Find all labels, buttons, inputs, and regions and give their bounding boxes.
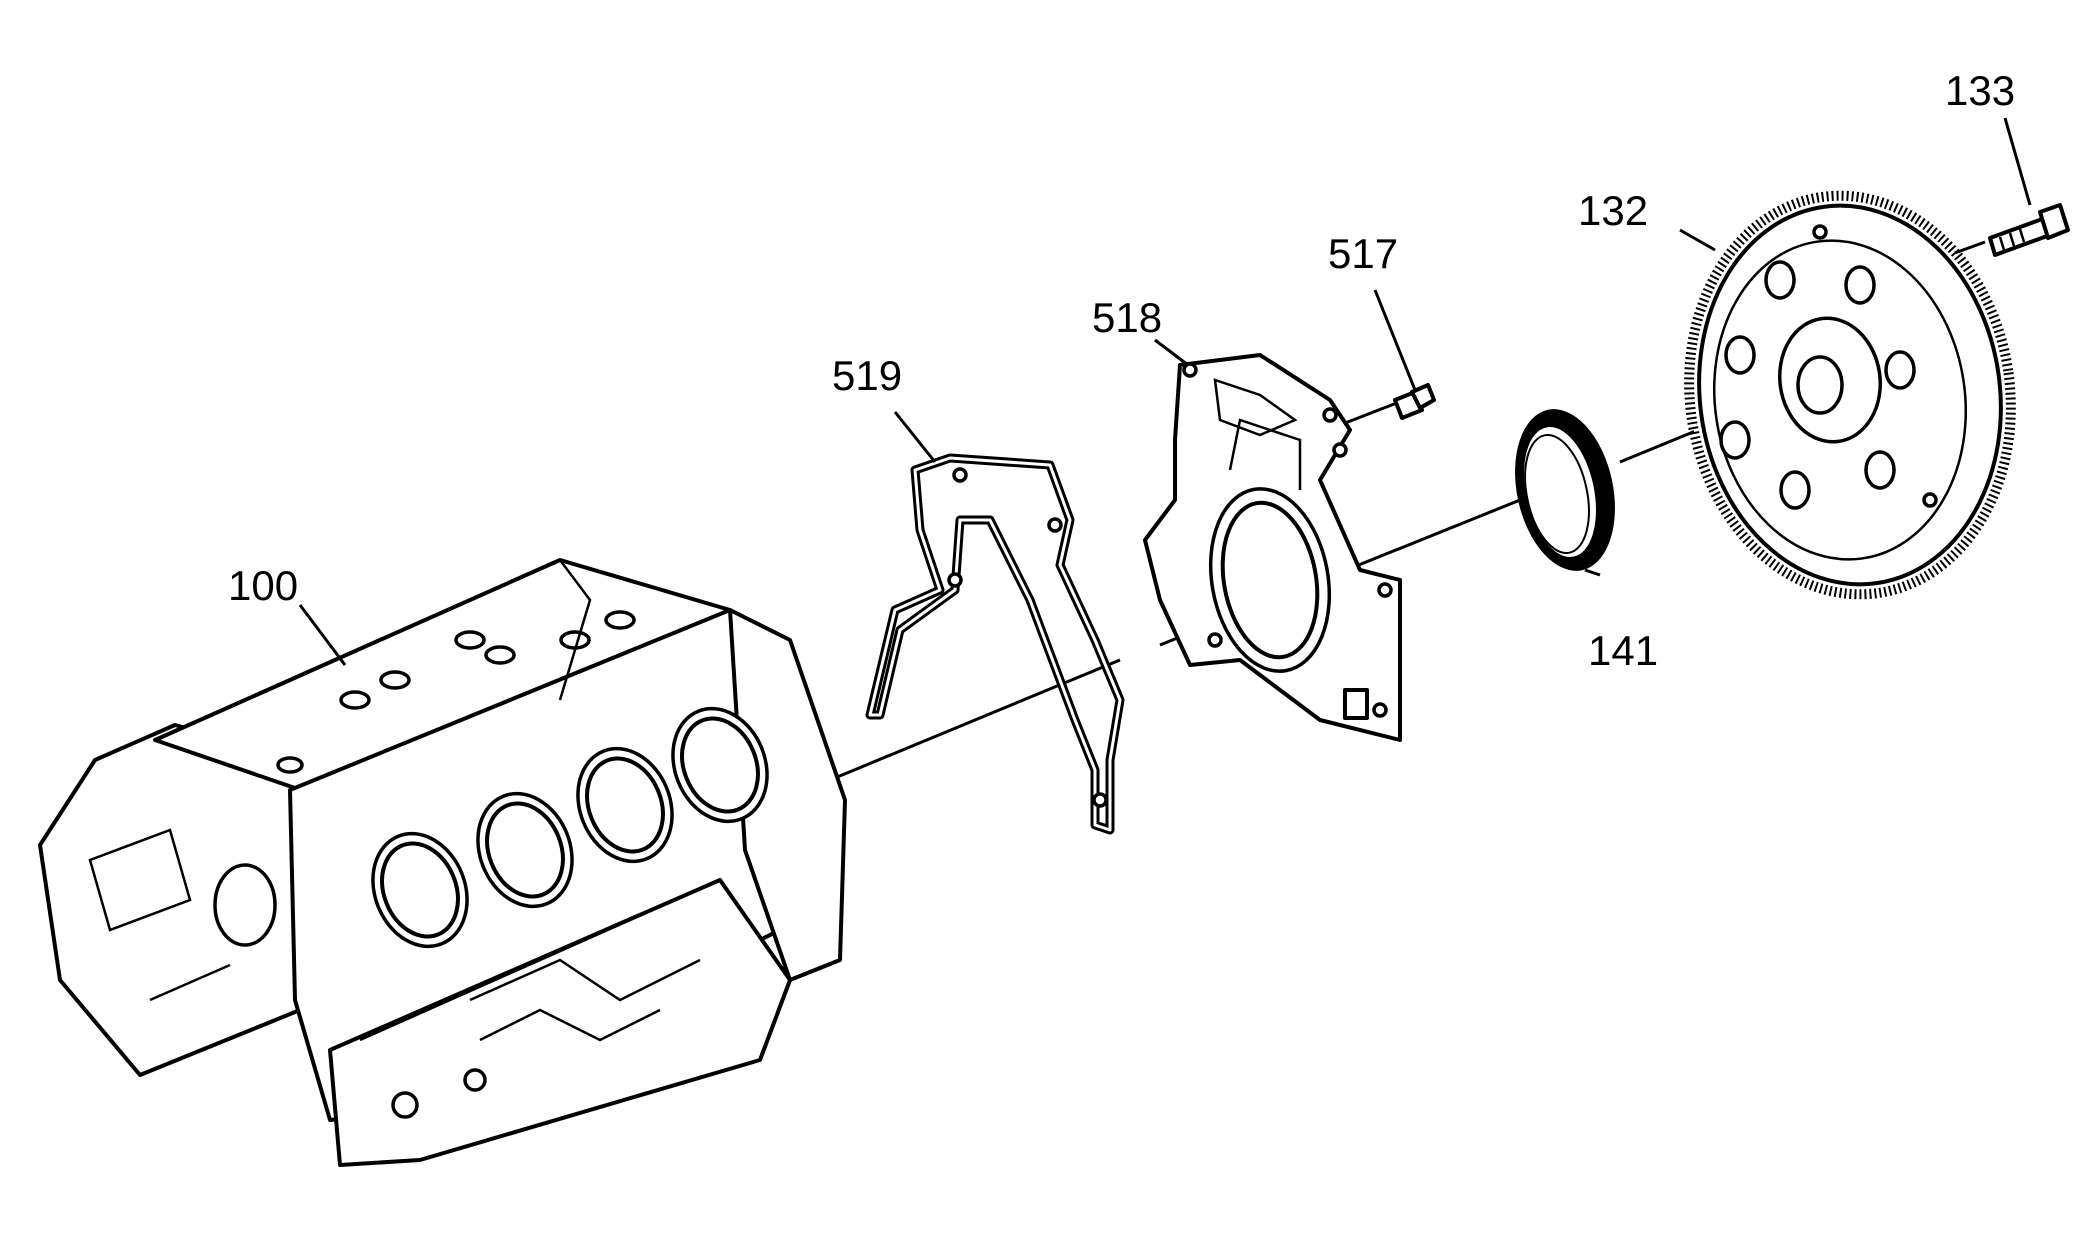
cylinder-bores [371,706,769,949]
callout-517: 517 [1328,230,1398,277]
block-details [88,559,721,1119]
engine-block [38,558,847,1167]
crankshaft-rear-oil-seal [1515,409,1615,571]
callout-133: 133 [1945,67,2015,114]
flywheel-bolt [1988,203,2070,257]
leader-lines [298,117,2032,666]
callout-132: 132 [1578,187,1648,234]
rear-cover [1143,353,1402,742]
callout-518: 518 [1092,294,1162,341]
lifter-bosses [276,610,636,774]
rear-cover-bolt [1393,383,1436,420]
callout-100: 100 [228,562,298,609]
callout-labels: 100 519 518 517 141 132 133 [228,67,2015,674]
rear-cover-gasket [865,453,1125,835]
flywheel [1684,190,2016,600]
callout-141: 141 [1588,627,1658,674]
callout-519: 519 [832,352,902,399]
